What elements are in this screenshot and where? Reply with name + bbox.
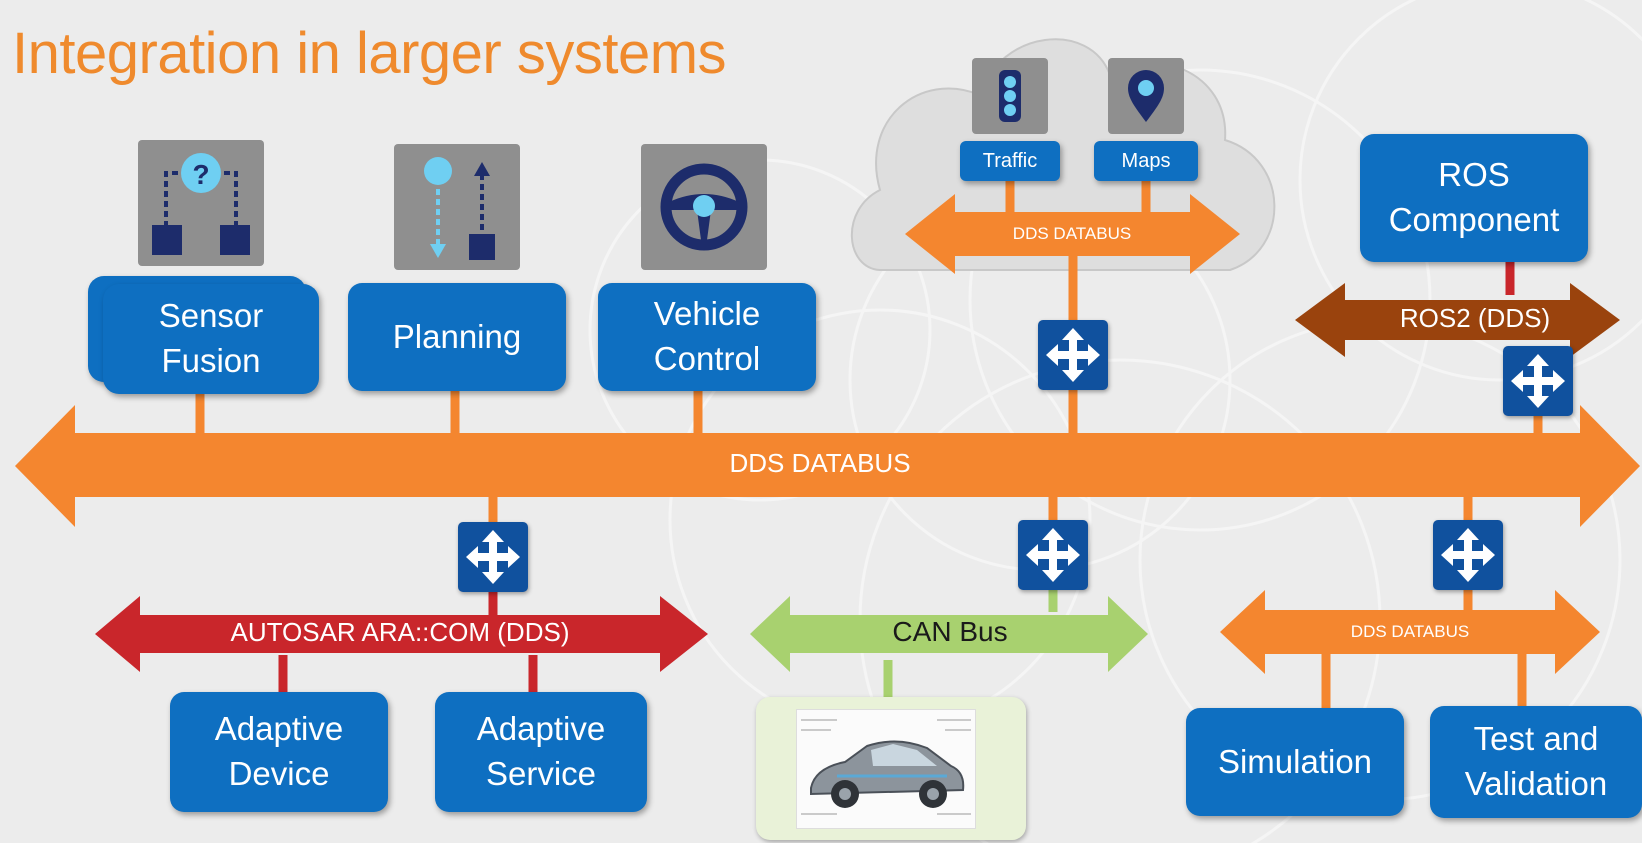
can-bus-label: CAN Bus: [892, 616, 1008, 647]
sensor-fusion-box[interactable]: Sensor Fusion: [103, 284, 319, 394]
gateway-arrows-icon: [1511, 354, 1565, 408]
simulation-label: Simulation: [1217, 742, 1373, 780]
planning-box[interactable]: Planning: [348, 283, 566, 391]
path-planning-icon: [424, 157, 495, 260]
sim-databus-label: DDS DATABUS: [1350, 622, 1470, 641]
main-databus-arrow: [15, 405, 1640, 527]
autosar-bus-label: AUTOSAR ARA::COM (DDS): [230, 617, 570, 647]
can-gateway[interactable]: [1018, 520, 1088, 590]
test-validation-label: Test and Validation: [1464, 720, 1608, 802]
test-validation-box[interactable]: Test and Validation: [1430, 706, 1642, 818]
traffic-icon-tile: [972, 58, 1048, 134]
simulation-box[interactable]: Simulation: [1186, 708, 1404, 816]
adaptive-device-box[interactable]: Adaptive Device: [170, 692, 388, 812]
cloud-databus-arrow: [905, 194, 1240, 274]
can-connectors: [883, 590, 1058, 700]
map-pin-icon: [1128, 70, 1164, 122]
page-title: Integration in larger systems: [12, 21, 727, 86]
car-image-tile: [756, 697, 1026, 840]
vehicle-control-box[interactable]: Vehicle Control: [598, 283, 816, 391]
cloud-databus-label: DDS DATABUS: [1012, 224, 1132, 243]
ros-component-label: ROS Component: [1388, 156, 1560, 238]
adaptive-device-label: Adaptive Device: [214, 710, 344, 792]
traffic-box[interactable]: Traffic: [960, 141, 1060, 181]
question-flow-icon: ?: [152, 153, 250, 255]
main-bus-connectors: [195, 180, 1543, 712]
traffic-light-icon: [999, 70, 1021, 122]
sim-gateway[interactable]: [1433, 520, 1503, 590]
autosar-connectors: [278, 590, 538, 696]
svg-text:?: ?: [192, 159, 209, 190]
autosar-gateway[interactable]: [458, 522, 528, 592]
autosar-bus-arrow: [95, 596, 708, 672]
ros2-gateway[interactable]: [1503, 346, 1573, 416]
gateway-arrows-icon: [1026, 528, 1080, 582]
sensor-fusion-label: Sensor Fusion: [158, 297, 264, 379]
main-databus-label: DDS DATABUS: [729, 448, 911, 478]
vehicle-control-icon-tile: [641, 144, 767, 270]
steering-wheel-icon: [660, 163, 748, 251]
gateway-arrows-icon: [1441, 528, 1495, 582]
maps-box[interactable]: Maps: [1094, 141, 1198, 181]
planning-label: Planning: [392, 317, 522, 355]
planning-icon-tile: [394, 144, 520, 270]
sensor-fusion-icon-tile: ?: [138, 140, 264, 266]
ros2-bus-label: ROS2 (DDS): [1399, 303, 1551, 333]
cloud-gateway[interactable]: [1038, 320, 1108, 390]
car-cutaway-image: [801, 719, 971, 815]
ros2-bus-arrow: [1295, 283, 1620, 357]
maps-icon-tile: [1108, 58, 1184, 134]
adaptive-service-label: Adaptive Service: [476, 710, 606, 792]
vehicle-control-label: Vehicle Control: [653, 295, 761, 377]
can-bus-arrow: [750, 596, 1148, 672]
ros-component-box[interactable]: ROS Component: [1360, 134, 1588, 262]
gateway-arrows-icon: [1046, 328, 1100, 382]
gateway-arrows-icon: [466, 530, 520, 584]
sim-databus-arrow: [1220, 590, 1600, 674]
maps-label: Maps: [1121, 149, 1171, 172]
car-image-frame: [796, 709, 976, 829]
traffic-label: Traffic: [982, 149, 1038, 172]
adaptive-service-box[interactable]: Adaptive Service: [435, 692, 647, 812]
